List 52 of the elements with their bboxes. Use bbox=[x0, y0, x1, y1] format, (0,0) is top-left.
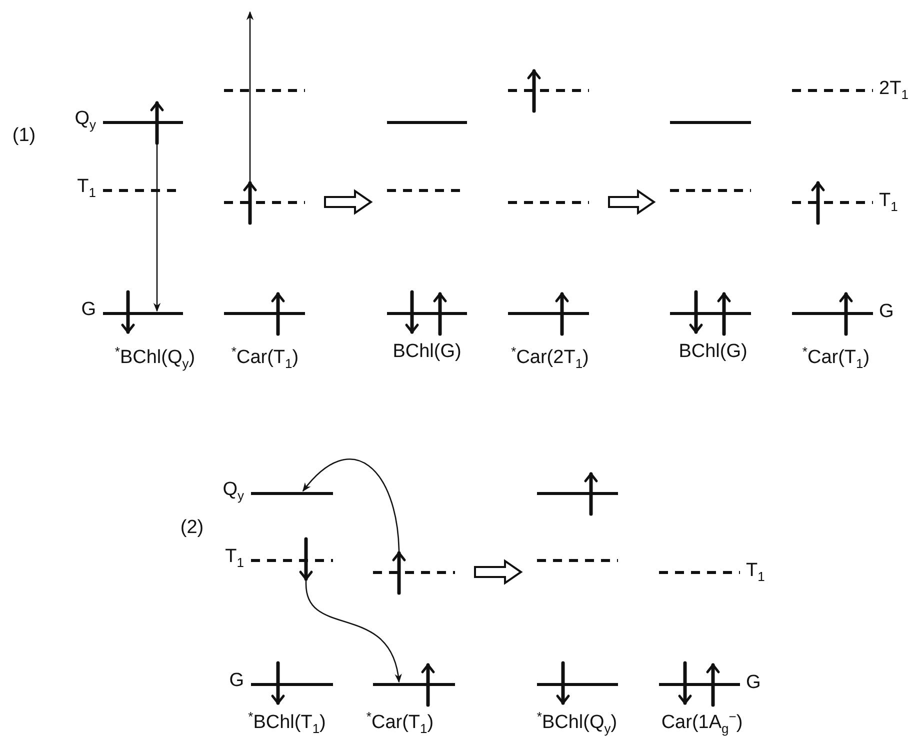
molecule-label: $^{*}$Car(2T$_{1}$) bbox=[511, 343, 589, 373]
energy-level bbox=[251, 683, 333, 686]
energy-level bbox=[659, 683, 740, 686]
energy-level bbox=[670, 189, 751, 192]
level-label: T$_{1}$ bbox=[225, 545, 244, 572]
energy-level bbox=[508, 312, 589, 315]
molecule-label: Car(1A$_{g}$$^{−}$) bbox=[661, 708, 743, 738]
energy-level bbox=[387, 121, 467, 124]
molecule-label: $^{*}$Car(T$_{1}$) bbox=[366, 708, 434, 738]
energy-level bbox=[103, 312, 183, 315]
level-label: T$_{1}$ bbox=[879, 189, 898, 216]
molecule-label: BChl(G) bbox=[392, 340, 462, 364]
energy-level bbox=[792, 201, 873, 204]
molecule-label: $^{*}$BChl(Q$_{y}$) bbox=[536, 708, 618, 738]
energy-level bbox=[103, 121, 183, 124]
energy-level bbox=[537, 683, 618, 686]
hollow-arrow bbox=[474, 559, 523, 585]
energy-level bbox=[508, 89, 589, 92]
energy-level bbox=[251, 492, 333, 495]
level-label: 2T$_{1}$ bbox=[879, 77, 908, 104]
energy-level bbox=[224, 89, 305, 92]
energy-level bbox=[224, 201, 305, 204]
energy-level bbox=[670, 312, 751, 315]
energy-level bbox=[508, 201, 589, 204]
level-label: G bbox=[81, 298, 96, 322]
hollow-arrow bbox=[324, 189, 373, 215]
energy-level bbox=[792, 89, 873, 92]
level-label: Q$_{y}$ bbox=[74, 107, 96, 134]
level-label: G bbox=[879, 300, 894, 324]
energy-level bbox=[251, 559, 333, 562]
energy-level bbox=[670, 121, 751, 124]
molecule-label: $^{*}$BChl(T$_{1}$) bbox=[248, 708, 326, 738]
level-label: Q$_{y}$ bbox=[222, 478, 244, 505]
energy-level bbox=[659, 571, 740, 574]
energy-level bbox=[387, 312, 467, 315]
level-label: G bbox=[746, 671, 761, 695]
level-label: G bbox=[229, 669, 244, 693]
molecule-label: $^{*}$Car(T$_{1}$) bbox=[231, 343, 299, 373]
energy-level bbox=[792, 312, 873, 315]
panel-number: (1) bbox=[12, 124, 36, 148]
molecule-label: $^{*}$BChl(Q$_{y}$) bbox=[114, 343, 196, 373]
molecule-label: $^{*}$Car(T$_{1}$) bbox=[802, 343, 870, 373]
level-label: T$_{1}$ bbox=[746, 559, 765, 586]
hollow-arrow bbox=[608, 189, 656, 215]
energy-level bbox=[537, 492, 618, 495]
energy-level bbox=[373, 683, 455, 686]
energy-level bbox=[224, 312, 305, 315]
energy-level bbox=[537, 559, 618, 562]
panel-number: (2) bbox=[180, 516, 204, 540]
molecule-label: BChl(G) bbox=[678, 340, 748, 364]
level-label: T$_{1}$ bbox=[77, 175, 96, 202]
energy-level bbox=[373, 571, 455, 574]
